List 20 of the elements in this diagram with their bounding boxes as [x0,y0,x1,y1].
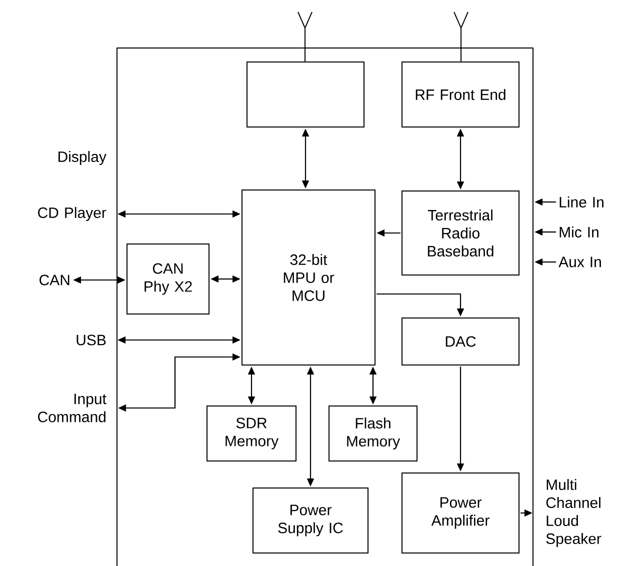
signal-label: CAN [40,274,70,286]
block-box: Flash Memory [328,406,418,462]
block-box: Power Amplifier [402,472,520,554]
signal-label: Input Command [38,394,106,422]
system-frame [116,48,534,566]
block-box: 32-bit MPU or MCU [242,190,376,366]
block-box: Power Supply IC [252,488,368,554]
signal-label: CD Player [38,207,106,221]
signal-label: Line In [560,196,604,208]
block-box: DAC [402,318,520,366]
block-box: RF Front End [402,62,520,128]
block-box: SDR Memory [206,406,296,462]
block-box: Terrestrial Radio Baseband [402,190,520,276]
block-box [246,62,364,128]
signal-label: USB [76,334,106,346]
signal-label: Display [58,151,106,165]
signal-label: Aux In [558,256,601,268]
signal-label: Mic In [560,226,598,238]
block-box: CAN Phy X2 [126,244,210,314]
signal-label: Multi Channel Loud Speaker [546,479,602,547]
